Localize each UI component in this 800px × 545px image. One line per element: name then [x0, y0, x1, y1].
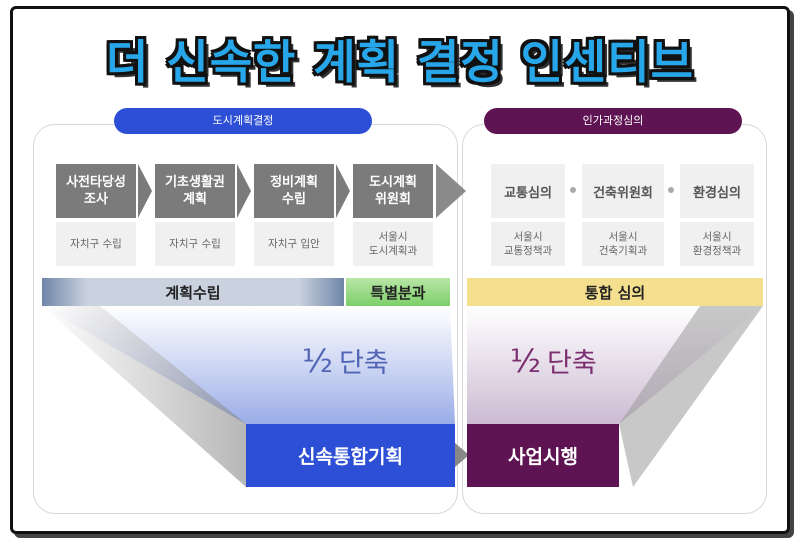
step-urban-committee: 도시계획 위원회 — [353, 164, 433, 218]
step-agency: 서울시 도시계획과 — [353, 222, 433, 266]
step-maintenance-plan: 정비계획 수립 — [254, 164, 334, 218]
funnel-right-edge — [619, 306, 763, 487]
page-title: 더 신속한 계획 결정 인센티브 — [106, 35, 694, 89]
step-agency: 자치구 수립 — [56, 222, 136, 266]
step-environment-review: 환경심의 — [680, 164, 754, 218]
step-basic-plan: 기초생활권 계획 — [155, 164, 235, 218]
arrow-icon — [138, 164, 152, 218]
band-plan: 계획수립 — [42, 278, 344, 306]
section-label-left: 도시계획결정 — [114, 108, 372, 134]
band-integrated-review: 통합 심의 — [467, 278, 763, 306]
band-special-subcommittee: 특별분과 — [346, 278, 450, 306]
dot-separator — [668, 187, 674, 193]
half-fraction: ½ — [302, 341, 334, 380]
section-label-right: 인가과정심의 — [484, 108, 742, 134]
dot-separator — [570, 187, 576, 193]
big-arrow-icon — [436, 164, 466, 218]
funnel-left — [42, 306, 455, 424]
funnel-left-edge — [42, 306, 246, 487]
result-fast-track-planning: 신속통합기획 — [246, 424, 455, 487]
result-project-implementation: 사업시행 — [467, 424, 619, 487]
reduction-left: ½ 단축 — [302, 341, 389, 380]
step-agency: 자치구 입안 — [254, 222, 334, 266]
reduction-text: 단축 — [339, 348, 389, 379]
step-feasibility: 사전타당성 조사 — [56, 164, 136, 218]
step-agency: 서울시 건축기획과 — [582, 222, 664, 266]
arrow-icon — [336, 164, 350, 218]
step-building-committee: 건축위원회 — [582, 164, 664, 218]
step-agency: 자치구 수립 — [155, 222, 235, 266]
step-traffic-review: 교통심의 — [491, 164, 565, 218]
half-fraction: ½ — [510, 341, 542, 380]
arrow-icon — [237, 164, 251, 218]
reduction-text: 단축 — [547, 348, 597, 379]
step-agency: 서울시 교통정책과 — [491, 222, 565, 266]
reduction-right: ½ 단축 — [510, 341, 597, 380]
arrow-icon — [455, 443, 469, 467]
step-agency: 서울시 환경정책과 — [680, 222, 754, 266]
